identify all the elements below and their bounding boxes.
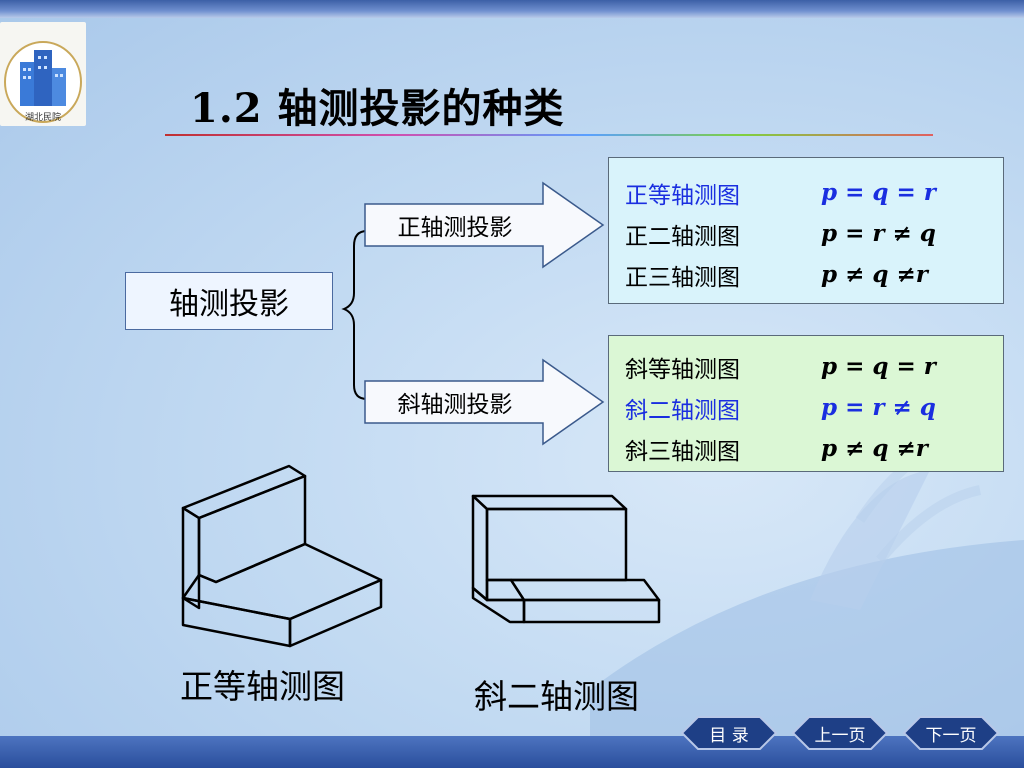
type-formula: p = q = r — [821, 353, 936, 380]
type-formula: p ≠ q ≠r — [821, 261, 928, 288]
type-name: 正等轴测图 — [625, 182, 740, 209]
type-row: 斜等轴测图 p = q = r — [625, 346, 1003, 387]
svg-text:湖北民院: 湖北民院 — [25, 111, 61, 123]
oblique-drawing — [471, 494, 661, 624]
next-page-button[interactable]: 下一页 — [925, 725, 977, 746]
prev-button-shape — [791, 716, 889, 750]
type-row: 正三轴测图 p ≠ q ≠r — [625, 254, 1003, 295]
oblique-types-box: 斜等轴测图 p = q = r 斜二轴测图 p = r ≠ q 斜三轴测图 p … — [608, 335, 1004, 472]
ortho-arrow — [364, 181, 605, 269]
toc-button-shape — [680, 716, 778, 750]
type-formula: p = r ≠ q — [821, 220, 936, 247]
oblique-branch-label: 斜轴测投影 — [397, 392, 513, 418]
ortho-types-box: 正等轴测图 p = q = r 正二轴测图 p = r ≠ q 正三轴测图 p … — [608, 157, 1004, 304]
type-name: 斜等轴测图 — [625, 356, 740, 383]
type-row: 正等轴测图 p = q = r — [625, 172, 1003, 213]
type-name: 正三轴测图 — [625, 264, 740, 291]
title-underline — [165, 134, 933, 136]
ortho-branch-label: 正轴测投影 — [397, 215, 513, 241]
prev-page-button[interactable]: 上一页 — [814, 725, 866, 746]
school-logo: 湖北民院 — [0, 22, 86, 126]
isometric-drawing — [181, 464, 383, 648]
next-button-shape — [902, 716, 1000, 750]
type-name: 斜三轴测图 — [625, 438, 740, 465]
type-row: 正二轴测图 p = r ≠ q — [625, 213, 1003, 254]
type-name: 斜二轴测图 — [625, 397, 740, 424]
type-formula: p ≠ q ≠r — [821, 435, 928, 462]
type-formula: p = q = r — [821, 179, 936, 206]
type-row: 斜三轴测图 p ≠ q ≠r — [625, 428, 1003, 469]
root-node: 轴测投影 — [125, 272, 333, 330]
type-row: 斜二轴测图 p = r ≠ q — [625, 387, 1003, 428]
slide-title: 1.2 轴测投影的种类 — [190, 85, 565, 132]
toc-button[interactable]: 目 录 — [709, 725, 749, 746]
curly-brace — [341, 230, 368, 400]
oblique-arrow — [364, 358, 605, 446]
type-name: 正二轴测图 — [625, 223, 740, 250]
isometric-caption: 正等轴测图 — [180, 667, 345, 706]
top-bar — [0, 0, 1024, 18]
type-formula: p = r ≠ q — [821, 394, 936, 421]
oblique-caption: 斜二轴测图 — [474, 677, 639, 716]
